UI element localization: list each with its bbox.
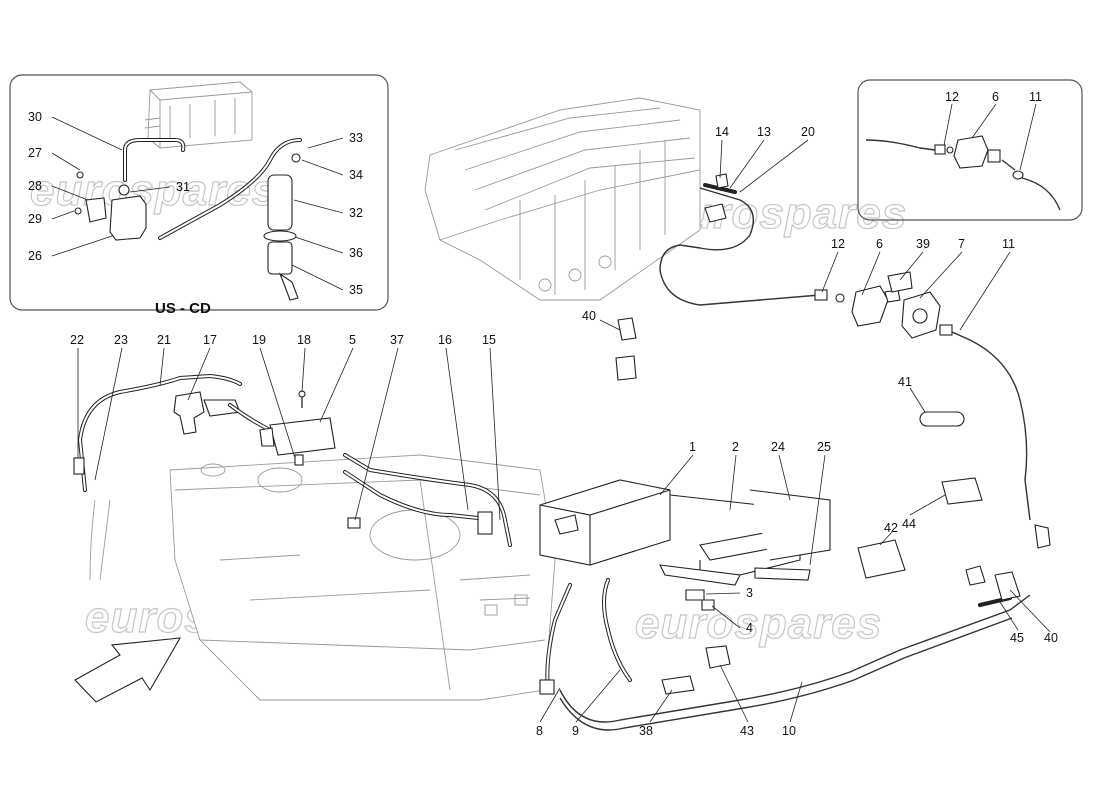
callout-33: 33 (349, 131, 363, 145)
fitting (477, 511, 493, 535)
callout-34: 34 (349, 168, 363, 182)
vapour-pipe-10 (559, 594, 1031, 723)
carbon-canister (539, 479, 671, 566)
callout-4: 4 (746, 621, 753, 635)
callout-30: 30 (28, 110, 42, 124)
direction-arrow (74, 637, 182, 703)
clip-42 (857, 539, 906, 579)
callout-45: 45 (1010, 631, 1024, 645)
inset-frame (9, 74, 389, 311)
callout-23: 23 (114, 333, 128, 347)
callout-3: 3 (746, 586, 753, 600)
connector-38 (661, 675, 695, 695)
callout-28: 28 (28, 179, 42, 193)
callout-37: 37 (390, 333, 404, 347)
callout-12: 12 (831, 237, 845, 251)
callout-24: 24 (771, 440, 785, 454)
callout-5: 5 (349, 333, 356, 347)
callout-31: 31 (176, 180, 190, 194)
main-leaders (77, 139, 1051, 723)
callout-21: 21 (157, 333, 171, 347)
callout-40: 40 (582, 309, 596, 323)
callout-8: 8 (536, 724, 543, 738)
callout-42: 42 (884, 521, 898, 535)
callout-11: 11 (1002, 237, 1015, 251)
callout-14: 14 (715, 125, 729, 139)
callout-18: 18 (297, 333, 311, 347)
inset-us-cd: 30 27 28 29 26 31 33 34 32 36 35 US - CD (9, 74, 389, 317)
callout-35: 35 (349, 283, 363, 297)
fitting (539, 679, 555, 695)
ghost-canister (144, 81, 253, 149)
callout-16: 16 (438, 333, 452, 347)
callout-40: 40 (1044, 631, 1058, 645)
callout-22: 22 (70, 333, 84, 347)
inset-frame (857, 79, 1083, 221)
callout-19: 19 (252, 333, 266, 347)
hose-13 (703, 183, 737, 194)
watermark: eurospares (635, 599, 882, 648)
fitting (1034, 524, 1051, 549)
callout-1: 1 (689, 440, 696, 454)
callout-27: 27 (28, 146, 42, 160)
callout-25: 25 (817, 440, 831, 454)
inset-right: 12 6 11 (857, 79, 1083, 221)
clip-40 (965, 565, 986, 586)
callout-9: 9 (572, 724, 579, 738)
callout-43: 43 (740, 724, 754, 738)
callout-20: 20 (801, 125, 815, 139)
callout-17: 17 (203, 333, 217, 347)
callout-6: 6 (992, 90, 999, 104)
callout-39: 39 (916, 237, 930, 251)
clip-44 (941, 477, 983, 505)
purge-solenoid (814, 271, 953, 339)
callout-11: 11 (1029, 90, 1042, 104)
clip-37 (347, 517, 361, 529)
clip-40-top (617, 317, 637, 341)
callout-32: 32 (349, 206, 363, 220)
vapour-line-11 (951, 331, 1031, 521)
callout-29: 29 (28, 212, 42, 226)
leak-pump (263, 153, 301, 301)
grommet-41 (919, 411, 965, 427)
callout-13: 13 (757, 125, 771, 139)
clip-14 (715, 173, 729, 189)
ghost-fuel-tank (169, 454, 556, 701)
valve-17 (173, 391, 241, 435)
inset-leaders (51, 116, 344, 291)
callout-6: 6 (876, 237, 883, 251)
callout-44: 44 (902, 517, 916, 531)
watermark: eurospares (30, 166, 277, 215)
ghost-intake-manifold (424, 97, 701, 301)
callout-2: 2 (732, 440, 739, 454)
purge-valve (74, 171, 147, 241)
callout-12: 12 (945, 90, 959, 104)
callout-36: 36 (349, 246, 363, 260)
callout-15: 15 (482, 333, 496, 347)
callout-26: 26 (28, 249, 42, 263)
canister-bracket (659, 489, 831, 611)
inset-title: US - CD (155, 300, 211, 317)
callout-41: 41 (898, 375, 912, 389)
main-callouts: 14 13 20 12 6 39 7 11 40 41 44 42 22 23 … (70, 125, 1058, 738)
watermark: eurospares (660, 189, 907, 238)
callout-10: 10 (782, 724, 796, 738)
callout-7: 7 (958, 237, 965, 251)
vapour-line-12 (659, 187, 821, 306)
clip-43 (705, 645, 731, 669)
vent-hose-assembly-left (73, 373, 242, 581)
purge-valve-5 (259, 390, 336, 466)
callout-38: 38 (639, 724, 653, 738)
